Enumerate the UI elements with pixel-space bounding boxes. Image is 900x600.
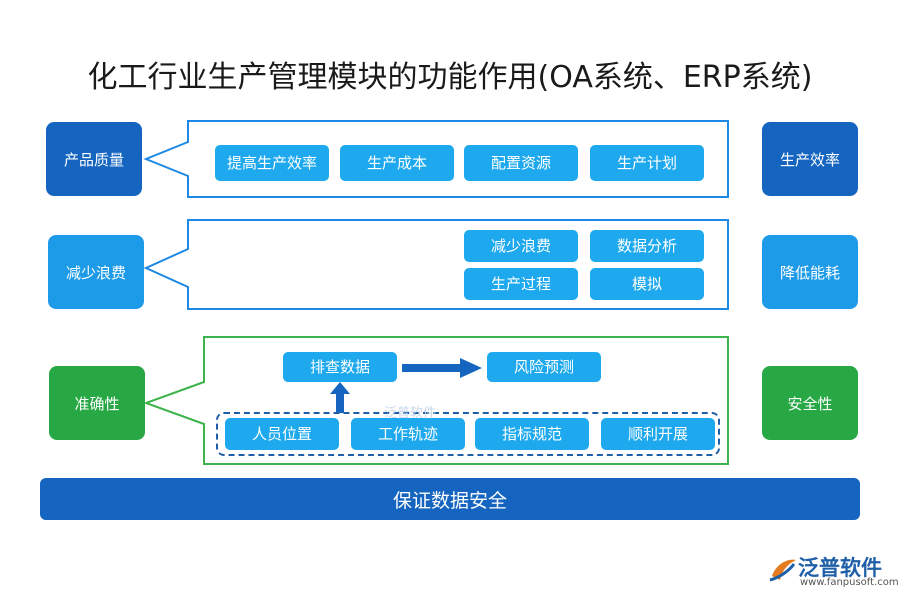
right-box-efficiency: 生产效率 [762,122,858,196]
watermark: 泛普软件 [384,406,437,421]
bottom-bar: 保证数据安全 [40,478,860,520]
chip-reduce-waste: 减少浪费 [464,230,578,262]
arrow-frame-1 [143,120,729,198]
chip-smooth-progress: 顺利开展 [601,418,715,450]
left-box-quality: 产品质量 [46,122,142,196]
chip-check-data: 排查数据 [283,352,397,382]
chip-personnel-location: 人员位置 [225,418,339,450]
left-box-reduce-waste: 减少浪费 [48,235,144,309]
right-box-safety: 安全性 [762,366,858,440]
chip-production-process: 生产过程 [464,268,578,300]
chip-simulation: 模拟 [590,268,704,300]
page-title: 化工行业生产管理模块的功能作用(OA系统、ERP系统) [87,60,813,95]
logo-name: 泛普软件 [798,556,882,580]
left-box-accuracy: 准确性 [49,366,145,440]
chip-production-plan: 生产计划 [590,145,704,181]
dashed-group [216,412,720,456]
chip-allocate-resources: 配置资源 [464,145,578,181]
arrow-up-icon [330,382,350,413]
arrow-frame-2 [143,219,729,310]
chip-production-cost: 生产成本 [340,145,454,181]
chip-improve-efficiency: 提高生产效率 [215,145,329,181]
chip-risk-prediction: 风险预测 [487,352,601,382]
chip-work-trajectory: 工作轨迹 [351,418,465,450]
arrow-frame-3 [143,336,729,465]
brand-logo: 泛普软件 www.fanpusoft.com [768,552,899,592]
logo-mark-icon [769,559,796,582]
right-box-energy: 降低能耗 [762,235,858,309]
logo-url: www.fanpusoft.com [800,577,899,588]
chip-data-analysis: 数据分析 [590,230,704,262]
arrow-right-icon [402,358,482,378]
chip-indicator-standard: 指标规范 [475,418,589,450]
